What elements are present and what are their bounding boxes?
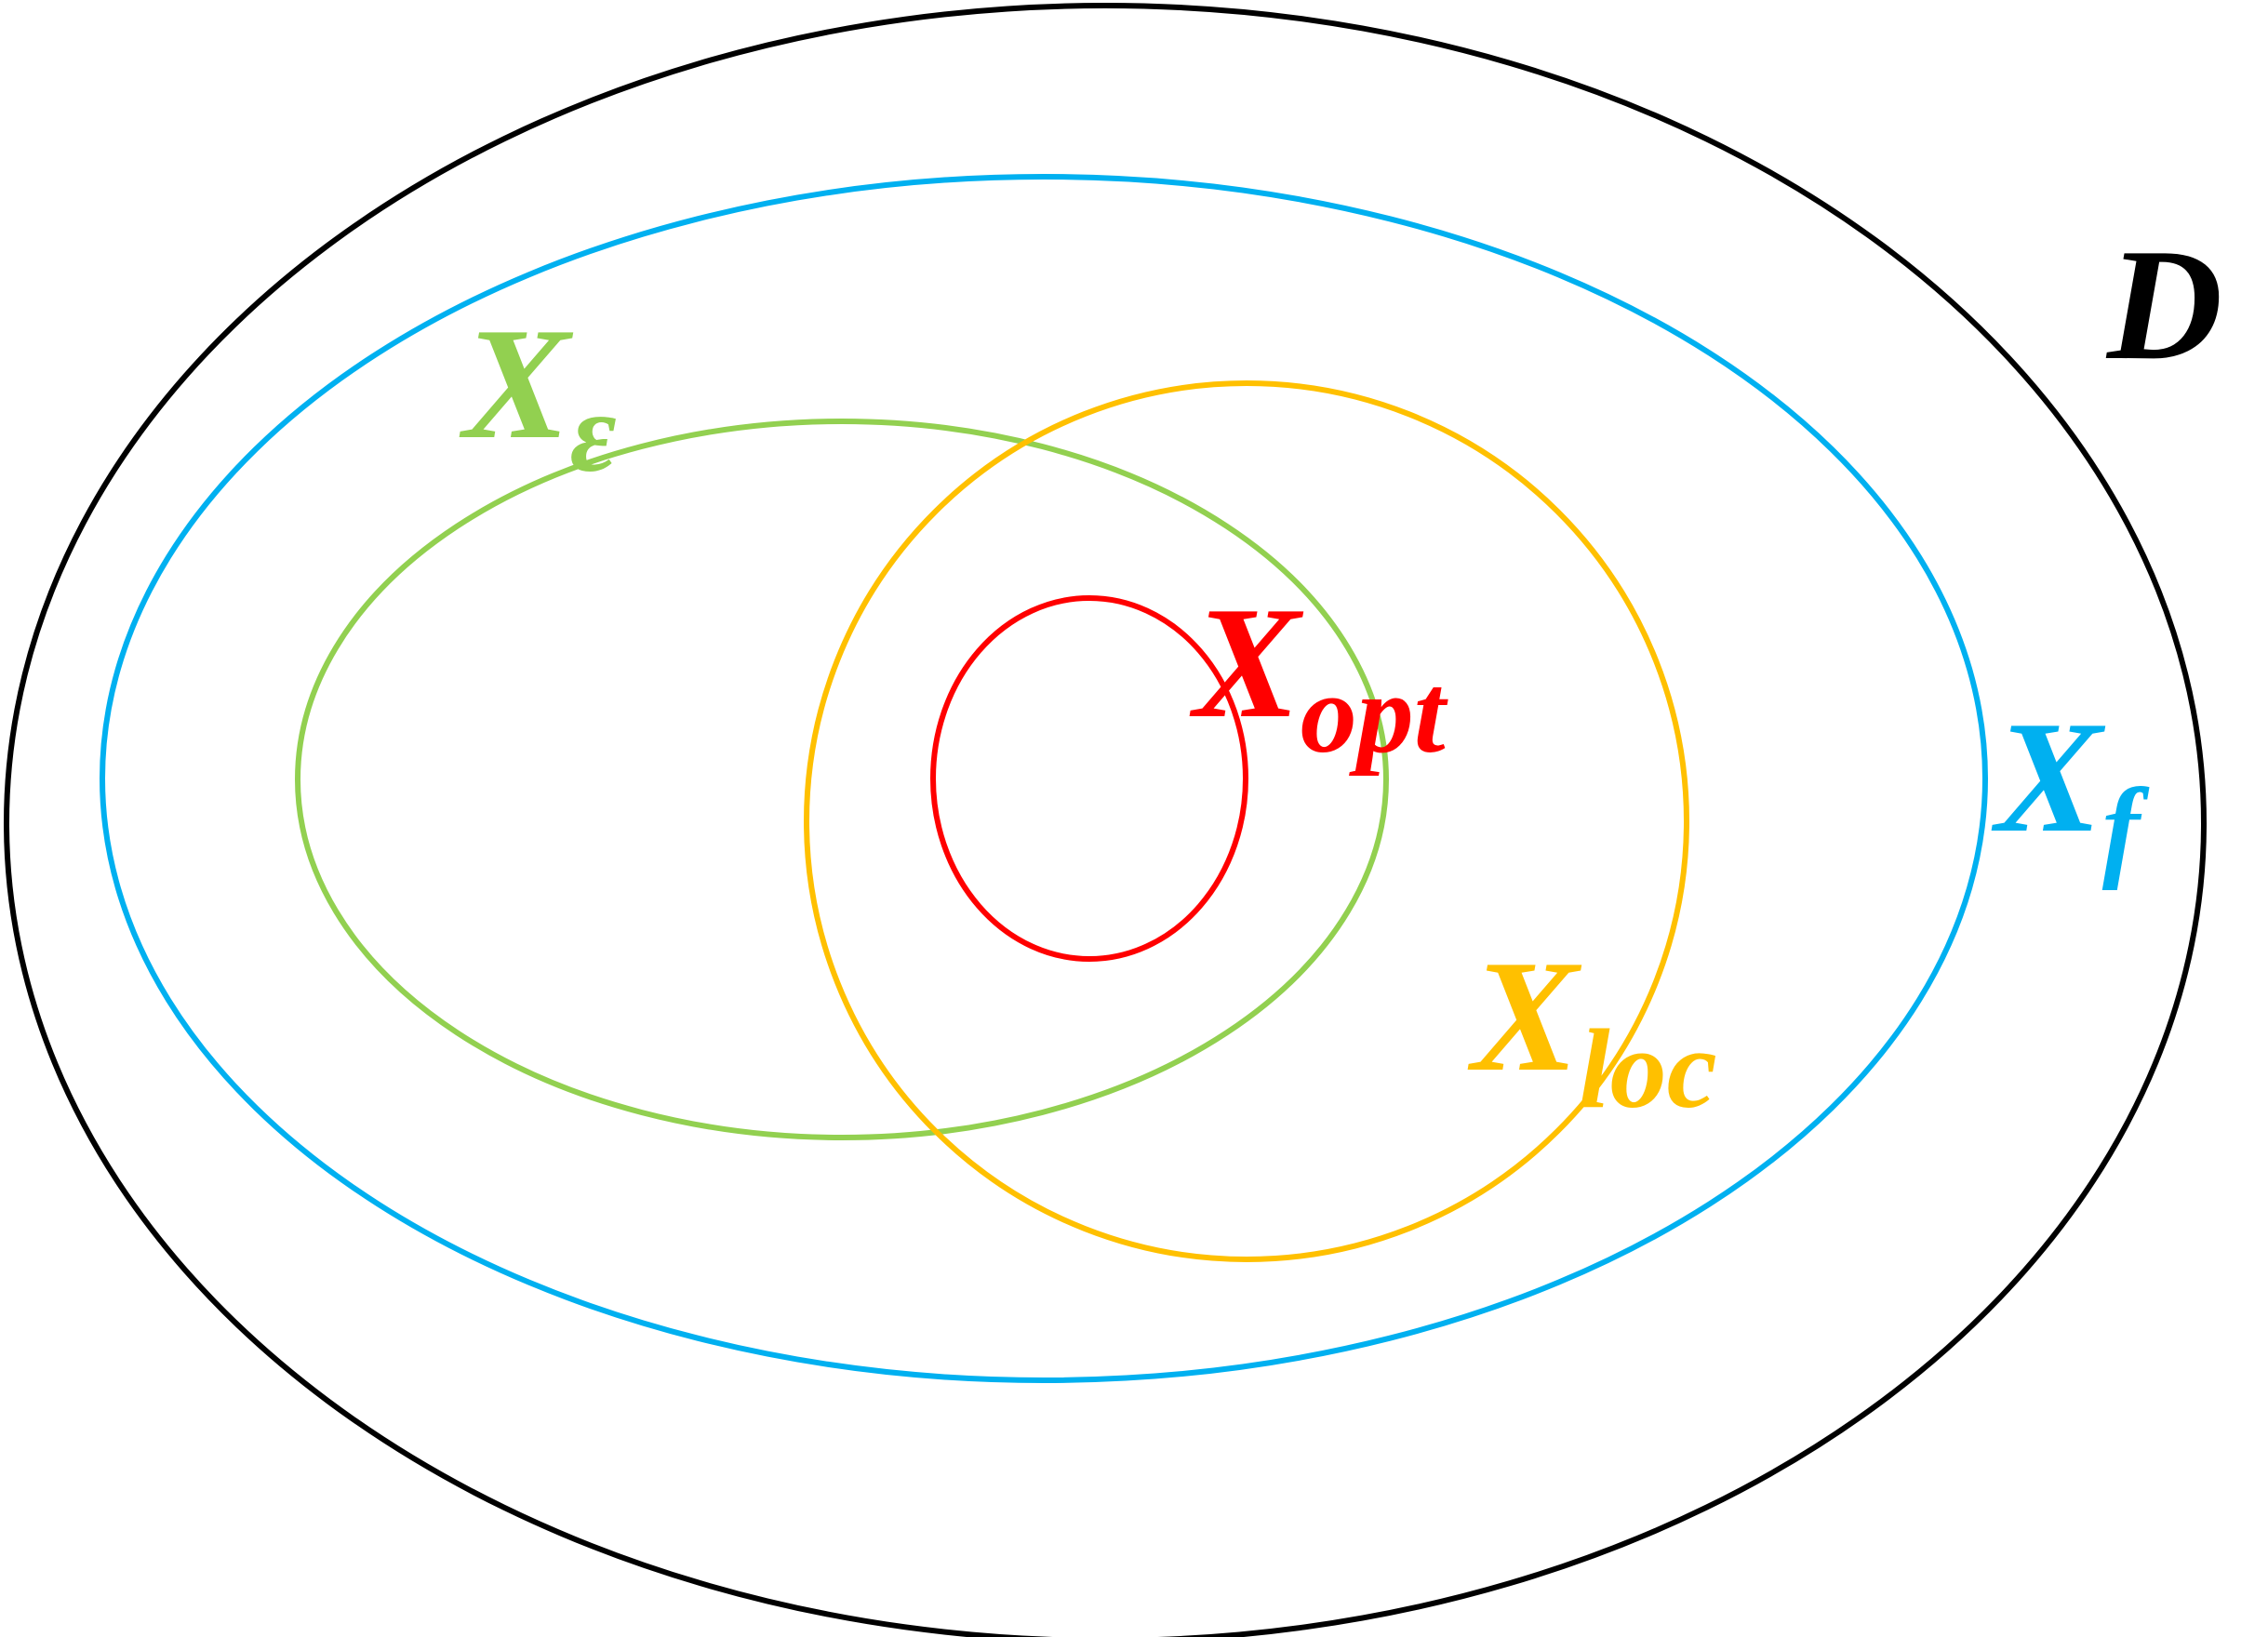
- set-Xf-boundary: [100, 174, 1988, 1383]
- set-Xloc-boundary: [804, 380, 1689, 1262]
- set-Xf-subscript: f: [2102, 765, 2150, 891]
- set-Xopt-symbol: X: [1189, 575, 1304, 752]
- set-Xeps-symbol: X: [459, 296, 574, 472]
- set-Xeps-subscript: ε: [570, 370, 617, 496]
- set-D: D: [4, 3, 2222, 1637]
- set-Xloc-label: Xloc: [1467, 928, 1717, 1132]
- set-Xeps-boundary: [295, 419, 1389, 1140]
- set-Xloc-symbol: X: [1467, 928, 1582, 1105]
- set-Xloc-subscript: loc: [1579, 1006, 1717, 1132]
- set-Xopt-boundary: [930, 595, 1248, 962]
- set-Xopt: Xopt: [930, 575, 1448, 962]
- set-Xopt-subscript: opt: [1301, 651, 1448, 777]
- set-D-label: D: [2105, 217, 2222, 393]
- set-Xf-symbol: X: [1991, 689, 2106, 866]
- set-Xeps-label: Xε: [459, 296, 617, 496]
- set-D-boundary: [4, 3, 2207, 1637]
- set-Xopt-label: Xopt: [1189, 575, 1448, 777]
- set-Xloc: Xloc: [804, 380, 1717, 1262]
- set-Xf-label: Xf: [1991, 689, 2150, 891]
- set-Xeps: Xε: [295, 296, 1389, 1140]
- set-Xf: Xf: [100, 174, 2150, 1383]
